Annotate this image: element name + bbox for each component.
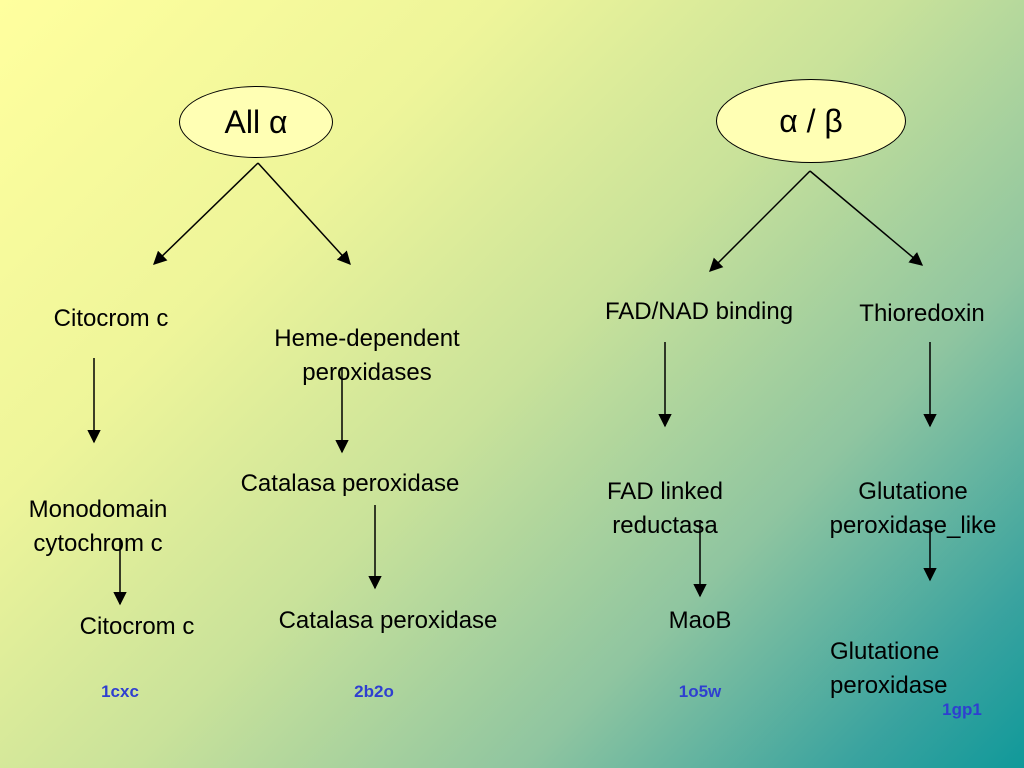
node-fad-linked-reductasa: FAD linked reductasa [580, 441, 750, 543]
pdb-id-1o5w: 1o5w [660, 682, 740, 702]
pdb-id-1cxc-text: 1cxc [101, 682, 139, 701]
node-heme-dependent-peroxidases: Heme-dependent peroxidases [232, 288, 502, 390]
node-thioredoxin-text: Thioredoxin [859, 300, 985, 327]
node-citocrom-c: Citocrom c [31, 302, 191, 336]
node-maob-text: MaoB [668, 607, 732, 634]
arrow-all-alpha-to-heme [257, 162, 351, 265]
root-all-alpha-label: All α [224, 103, 288, 140]
node-citocrom-c-text: Citocrom c [53, 305, 169, 332]
node-monodomain-text: Monodomain cytochrom c [28, 496, 168, 557]
node-glutatione-peroxidase-like: Glutatione peroxidase_like [804, 441, 1022, 543]
arrow-alpha-beta-to-fad-nad [709, 170, 811, 272]
pdb-id-1cxc: 1cxc [80, 682, 160, 702]
pdb-id-1o5w-text: 1o5w [678, 682, 722, 701]
node-fad-nad-binding: FAD/NAD binding [578, 295, 820, 329]
pdb-id-2b2o: 2b2o [334, 682, 414, 702]
node-monodomain-cytochrom-c: Monodomain cytochrom c [8, 459, 188, 561]
node-catalasa-peroxidase-leaf: Catalasa peroxidase [248, 604, 528, 638]
node-maob: MaoB [640, 604, 760, 638]
root-all-alpha: All α [179, 86, 333, 158]
arrow-all-alpha-to-citocrom [153, 162, 259, 265]
node-citocrom-c-leaf: Citocrom c [57, 610, 217, 644]
pdb-id-2b2o-text: 2b2o [354, 682, 394, 701]
node-catalasa-mid-text: Catalasa peroxidase [240, 470, 460, 497]
node-heme-text: Heme-dependent peroxidases [274, 325, 460, 386]
node-catalasa-leaf-text: Catalasa peroxidase [278, 607, 498, 634]
arrow-alpha-beta-to-thioredoxin [809, 170, 924, 266]
pdb-id-1gp1: 1gp1 [922, 700, 1002, 720]
node-glutatione-text: Glutatione peroxidase [830, 638, 948, 699]
node-thioredoxin: Thioredoxin [838, 297, 1006, 331]
root-alpha-beta-label: α / β [779, 102, 843, 139]
node-catalasa-peroxidase-mid: Catalasa peroxidase [210, 467, 490, 501]
node-glutatione-peroxidase: Glutatione peroxidase [830, 601, 1020, 703]
node-glutatione-like-text: Glutatione peroxidase_like [829, 478, 997, 539]
node-fad-linked-text: FAD linked reductasa [606, 478, 724, 539]
node-fad-nad-text: FAD/NAD binding [604, 298, 794, 325]
pdb-id-1gp1-text: 1gp1 [942, 700, 982, 719]
node-citocrom-leaf-text: Citocrom c [79, 613, 195, 640]
root-alpha-beta: α / β [716, 79, 906, 163]
